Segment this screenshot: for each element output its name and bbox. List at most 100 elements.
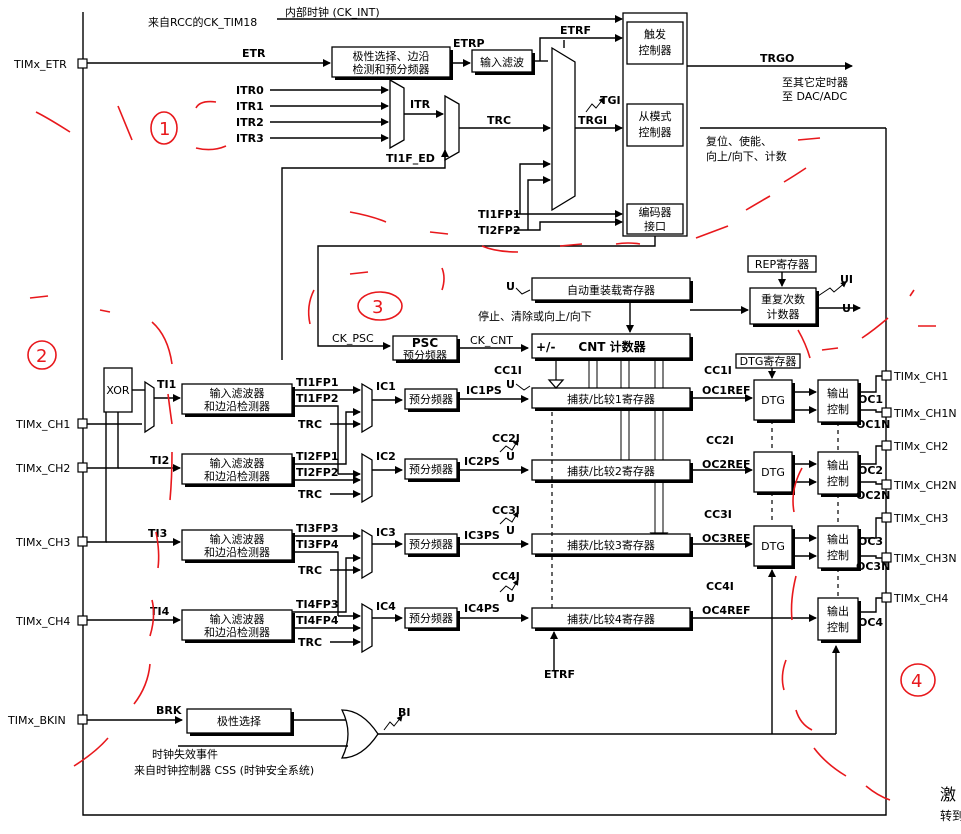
filter2-line2: 和边沿检测器 (204, 469, 270, 483)
svg-text:控制: 控制 (827, 474, 849, 488)
svg-text:IC3: IC3 (376, 526, 396, 539)
annotation-1: 1 (159, 119, 170, 140)
polarity-select-box (186, 708, 292, 734)
label-itr1: ITR1 (236, 100, 264, 113)
filter1-line1: 输入滤波器 (210, 386, 265, 400)
note-reset-enable: 复位、使能、 (706, 134, 772, 148)
cnt-to-cc-buses (583, 358, 669, 542)
input-filters: 输入滤波器 和边沿检测器 输入滤波器 和边沿检测器 输入滤波器 和边沿检测器 输… (181, 383, 295, 643)
svg-text:预分频器: 预分频器 (409, 611, 453, 625)
label-etrf: ETRF (560, 24, 591, 37)
label-itr: ITR (410, 98, 431, 111)
filter1-line2: 和边沿检测器 (204, 399, 270, 413)
dtg-register-label: DTG寄存器 (740, 354, 797, 368)
repetition-counter (749, 287, 817, 325)
svg-text:TRC: TRC (298, 636, 322, 649)
label-etrf-bottom: ETRF (544, 668, 575, 681)
svg-text:CC2I: CC2I (706, 434, 734, 447)
svg-text:输出: 输出 (827, 532, 849, 546)
label-itr2: ITR2 (236, 116, 264, 129)
polarity-prescaler-box (331, 46, 451, 78)
encoder-line1: 编码器 (639, 205, 672, 219)
note-clock-fail: 时钟失效事件 (152, 747, 218, 761)
label-etrp: ETRP (453, 37, 485, 50)
timer-frame (82, 12, 887, 816)
polarity-select-label: 极性选择 (217, 714, 261, 728)
pin-label-ch3: TIMx_CH3 (15, 536, 70, 549)
watermark-2: 转到 (940, 808, 961, 823)
cnt-counter (531, 333, 691, 359)
svg-text:TI2FP2: TI2FP2 (296, 466, 338, 479)
dtg-units: DTG DTG DTG (753, 379, 817, 569)
svg-text:U: U (506, 524, 515, 537)
svg-text:IC4: IC4 (376, 600, 396, 613)
label-trgi: TRGI (578, 114, 607, 127)
ti1-mux (144, 380, 155, 434)
svg-text:OC1N: OC1N (856, 418, 890, 431)
svg-text:OC3REF: OC3REF (702, 532, 751, 545)
capture-compare-registers: 捕获/比较1寄存器 捕获/比较2寄存器 捕获/比较3寄存器 捕获/比较4寄存器 (531, 387, 693, 631)
label-ti3: TI3 (148, 527, 167, 540)
svg-text:IC4PS: IC4PS (464, 602, 500, 615)
label-plus-minus: +/- (536, 340, 555, 354)
cc1-label: 捕获/比较1寄存器 (567, 392, 655, 406)
label-from-rcc: 来自RCC的CK_TIM18 (148, 15, 257, 29)
label-itr3: ITR3 (236, 132, 264, 145)
svg-text:TI4FP4: TI4FP4 (296, 614, 339, 627)
polarity-line1: 极性选择、边沿 (353, 49, 430, 63)
svg-text:TIMx_CH3: TIMx_CH3 (893, 512, 948, 525)
pin-label-bkin: TIMx_BKIN (7, 714, 66, 727)
annotation-4: 4 (911, 671, 922, 692)
filter4-line1: 输入滤波器 (210, 612, 265, 626)
channel-3-wiring: TI3FP3 TI3FP4 TRC IC3 预分频器 IC3PS (292, 522, 529, 616)
polarity-line2: 检测和预分频器 (353, 62, 430, 76)
svg-text:控制: 控制 (827, 620, 849, 634)
filter4-line2: 和边沿检测器 (204, 625, 270, 639)
svg-text:TRC: TRC (298, 418, 322, 431)
cnt-label: CNT 计数器 (578, 339, 646, 354)
label-bi: BI (398, 706, 410, 719)
encoder-line2: 接口 (644, 220, 666, 233)
svg-text:预分频器: 预分频器 (409, 462, 453, 476)
svg-text:U: U (506, 592, 515, 605)
svg-text:U: U (506, 450, 515, 463)
psc-label: PSC (412, 336, 438, 350)
svg-text:TIMx_CH2: TIMx_CH2 (893, 440, 948, 453)
cc2-label: 捕获/比较2寄存器 (567, 464, 655, 478)
svg-text:DTG: DTG (761, 466, 785, 479)
svg-text:TRC: TRC (298, 564, 322, 577)
annotation-2: 2 (36, 346, 47, 367)
svg-text:TI3FP4: TI3FP4 (296, 538, 339, 551)
red-annotations: 1 2 3 4 (27, 100, 936, 801)
label-tgi: TGI (600, 94, 621, 107)
cc-interrupt-labels: CC1I U CC2I U CC3I U CC4I U CC1I CC2I CC… (492, 364, 734, 605)
label-ck-psc: CK_PSC (332, 332, 374, 345)
svg-text:OC2REF: OC2REF (702, 458, 751, 471)
dtg-register (735, 353, 801, 369)
trgi-mux (551, 46, 576, 212)
svg-text:TI1FP1: TI1FP1 (296, 376, 338, 389)
label-itr0: ITR0 (236, 84, 264, 97)
svg-text:CC4I: CC4I (492, 570, 520, 583)
xor-gate (103, 367, 133, 413)
annotation-3: 3 (372, 297, 383, 318)
svg-text:预分频器: 预分频器 (409, 537, 453, 551)
pin-label-ch1: TIMx_CH1 (15, 418, 70, 431)
channel-4-wiring: TI4FP3 TI4FP4 TRC IC4 预分频器 IC4PS (292, 554, 529, 654)
label-ti4: TI4 (150, 605, 170, 618)
label-etr: ETR (242, 47, 266, 60)
label-ck-int: 内部时钟 (CK_INT) (285, 5, 380, 19)
label-trc-top: TRC (487, 114, 511, 127)
svg-text:TI4FP3: TI4FP3 (296, 598, 338, 611)
controller-block: 触发 控制器 从模式 控制器 编码器 接口 (622, 12, 688, 237)
svg-text:OC1REF: OC1REF (702, 384, 751, 397)
svg-text:TRC: TRC (298, 488, 322, 501)
trigger-controller-line2: 控制器 (639, 43, 672, 57)
note-to-dac-adc: 至 DAC/ADC (782, 90, 847, 103)
svg-text:OC2N: OC2N (856, 489, 890, 502)
input-filter-label: 输入滤波 (480, 55, 524, 69)
label-ti1f-ed: TI1F_ED (386, 152, 435, 165)
svg-text:TIMx_CH1: TIMx_CH1 (893, 370, 948, 383)
trigger-controller-line1: 触发 (644, 27, 666, 41)
